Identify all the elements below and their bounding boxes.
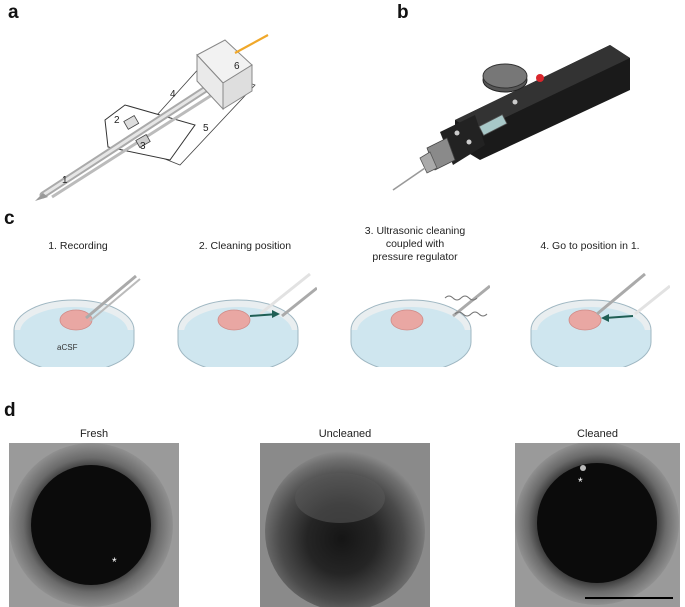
- em-title-uncleaned: Uncleaned: [318, 428, 372, 440]
- ultrasonic-holder-render: [392, 45, 630, 191]
- dish-step-3: [350, 284, 490, 367]
- em-marker-cleaned: *: [578, 475, 583, 489]
- callout-6: 6: [234, 61, 240, 72]
- callout-4: 4: [170, 89, 176, 100]
- acsf-label: aCSF: [57, 343, 78, 352]
- panel-a-letter: a: [8, 2, 19, 23]
- dish-liquid: [184, 307, 292, 357]
- em-title-cleaned: Cleaned: [577, 428, 618, 440]
- pipette: [596, 272, 646, 316]
- em-image-cleaned: *: [515, 443, 680, 607]
- panel-b-letter: b: [397, 2, 409, 23]
- ghost-pipette: [634, 284, 670, 316]
- dish-liquid: [20, 307, 128, 357]
- step-3-label-line-3: pressure regulator: [372, 251, 458, 263]
- callout-1: 1: [62, 175, 68, 186]
- step-3-label: 3. Ultrasonic cleaning coupled with pres…: [345, 225, 485, 264]
- screw-3: [512, 99, 518, 105]
- brain-slice: [568, 309, 602, 331]
- pipette-tip: [35, 193, 48, 201]
- ghost-pipette: [259, 272, 311, 316]
- callout-2: 2: [114, 115, 120, 126]
- em-particle: [580, 465, 586, 471]
- return-arrow-head: [601, 314, 609, 322]
- dish-liquid: [357, 307, 465, 357]
- em-marker-fresh: *: [112, 555, 117, 569]
- panel-d-letter: d: [4, 400, 16, 421]
- pipette-tube-inner: [42, 81, 216, 197]
- ultrasound-wave-2: [454, 311, 488, 317]
- dish-step-2: [177, 272, 317, 367]
- move-arrow-head: [272, 310, 280, 318]
- pressure-knob-top: [482, 63, 528, 89]
- pipette-tube-2: [51, 91, 216, 199]
- pipette: [85, 274, 137, 320]
- holder-window: [478, 114, 508, 136]
- step-1-label: 1. Recording: [48, 240, 108, 252]
- em-image-fresh: *: [9, 443, 179, 607]
- transducer-wire: [234, 34, 269, 54]
- callout-3: 3: [140, 141, 146, 152]
- step-2-label: 2. Cleaning position: [198, 240, 292, 252]
- em-aperture: [537, 463, 657, 583]
- brain-slice: [59, 309, 93, 331]
- panel-c-letter: c: [4, 208, 15, 229]
- holder-body-top: [455, 45, 630, 132]
- pipette-2: [89, 278, 141, 322]
- em-image-uncleaned: [260, 443, 430, 607]
- pipette: [392, 167, 426, 191]
- return-arrow: [604, 315, 634, 319]
- electrode-holder-schematic: 1 2 3 4 5 6: [35, 34, 269, 201]
- em-debris: [295, 473, 385, 523]
- step-4-label: 4. Go to position in 1.: [540, 240, 640, 252]
- ultrasound-wave-1: [444, 295, 478, 301]
- dish-step-1: aCSF: [13, 274, 141, 367]
- holder-block-2: [123, 114, 140, 130]
- dish-liquid: [537, 307, 645, 357]
- pipette: [452, 284, 490, 318]
- dish-step-4: [530, 272, 670, 367]
- em-aperture: [31, 465, 151, 585]
- step-3-label-line-1: 3. Ultrasonic cleaning: [364, 225, 466, 237]
- em-title-fresh: Fresh: [79, 428, 109, 440]
- pipette: [281, 286, 317, 318]
- brain-slice: [390, 309, 424, 331]
- brain-slice: [217, 309, 251, 331]
- holder-block-3: [135, 133, 151, 149]
- callout-5: 5: [203, 123, 209, 134]
- screw-1: [454, 130, 460, 136]
- step-3-label-line-2: coupled with: [385, 238, 445, 250]
- screw-2: [466, 139, 472, 145]
- transducer-front: [196, 53, 224, 111]
- red-indicator: [536, 74, 544, 82]
